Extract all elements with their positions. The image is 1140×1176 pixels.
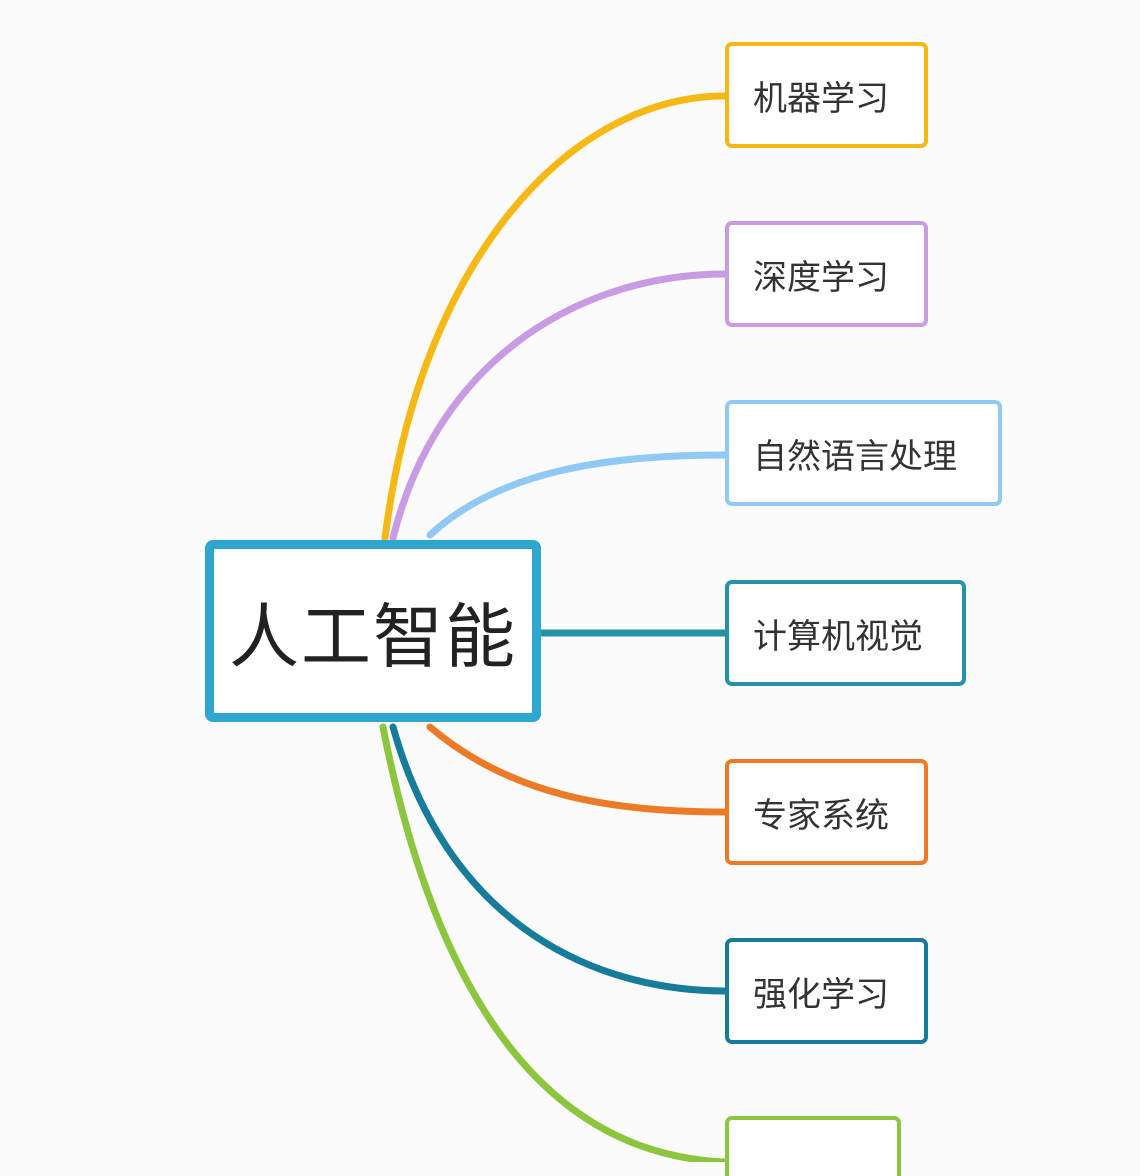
- connector-reinforcement-learning: [389, 723, 729, 995]
- branch-node-label: 自然语言处理: [753, 436, 957, 477]
- root-node-label: 人工智能: [229, 595, 517, 678]
- branch-node-reinforcement-learning: 强化学习: [725, 938, 928, 1044]
- branch-node-machine-learning: 机器学习: [725, 42, 928, 148]
- root-node: 人工智能: [205, 540, 541, 722]
- branch-node-nlp: 自然语言处理: [725, 400, 1002, 506]
- connector-expert-system: [426, 723, 729, 816]
- branch-node-label: 计算机视觉: [753, 616, 923, 657]
- branch-node-computer-vision: 计算机视觉: [725, 580, 966, 686]
- connector-nlp: [426, 451, 729, 539]
- branch-node-label: 机器学习: [753, 78, 889, 119]
- connector-deep-learning: [389, 270, 729, 542]
- branch-node-partial: [725, 1116, 901, 1176]
- connector-partial-branch: [379, 723, 729, 1162]
- branch-node-label: 深度学习: [753, 257, 889, 298]
- connector-machine-learning: [381, 92, 729, 542]
- branch-node-label: 专家系统: [753, 795, 889, 836]
- branch-node-label: 强化学习: [753, 974, 889, 1015]
- branch-node-expert-system: 专家系统: [725, 759, 928, 865]
- branch-node-deep-learning: 深度学习: [725, 221, 928, 327]
